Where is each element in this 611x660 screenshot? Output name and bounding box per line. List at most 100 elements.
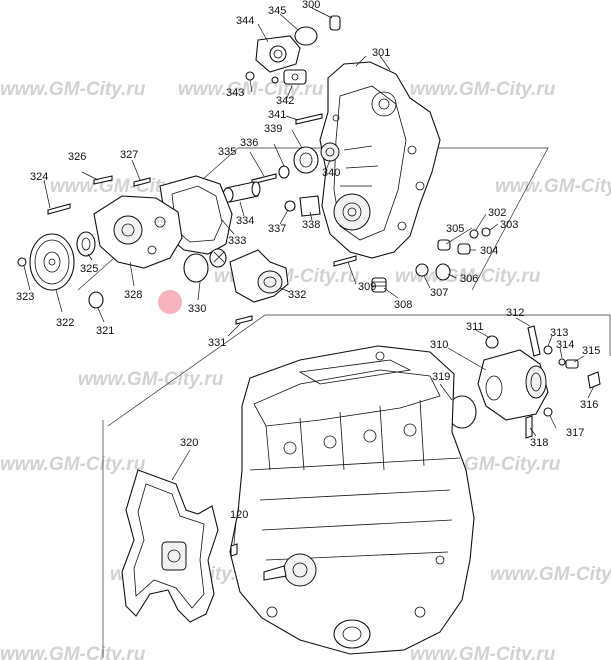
coolant-outlet-310 — [477, 349, 549, 421]
highlight-marker — [158, 290, 182, 314]
callout-324: 324 — [30, 171, 48, 183]
spring-308 — [371, 277, 387, 293]
callout-334: 334 — [236, 215, 254, 227]
seal-ring-330 — [183, 253, 209, 283]
bolt-317 — [543, 407, 553, 417]
callout-333: 333 — [228, 235, 246, 247]
bolt-324 — [47, 203, 71, 215]
callout-340: 340 — [322, 167, 340, 179]
callout-310: 310 — [430, 339, 448, 351]
callout-316: 316 — [580, 399, 598, 411]
sensor-311 — [485, 335, 499, 349]
callout-330: 330 — [188, 303, 206, 315]
callout-320: 320 — [180, 437, 198, 449]
thermostat-housing-332 — [229, 249, 289, 303]
oil-pump-gear-339 — [293, 146, 319, 174]
bushing-305 — [437, 239, 451, 251]
bolt-302 — [469, 229, 479, 239]
callout-332: 332 — [288, 289, 306, 301]
pipe-334 — [222, 181, 261, 203]
thermostat-330 — [209, 248, 227, 268]
callout-314: 314 — [556, 339, 574, 351]
callout-338: 338 — [302, 219, 320, 231]
watermarks: www.GM-City.ru www.GM-City.ru www.GM-Cit… — [0, 79, 611, 660]
water-pump-328 — [93, 195, 183, 269]
callout-345: 345 — [268, 5, 286, 17]
o-ring-321 — [88, 291, 104, 309]
o-ring-345 — [294, 26, 318, 46]
callout-305: 305 — [446, 223, 464, 235]
callout-317: 317 — [566, 427, 584, 439]
thermostat-bracket-344 — [255, 35, 301, 73]
fitting-338 — [299, 195, 321, 217]
callout-300: 300 — [302, 0, 320, 11]
pulley-322 — [29, 233, 75, 291]
callout-341: 341 — [268, 109, 286, 121]
callout-322: 322 — [56, 317, 74, 329]
callout-313: 313 — [550, 327, 568, 339]
watermark-text: www.GM-City.ru — [395, 266, 541, 287]
callout-labels: 344 345 300 301 343 342 341 339 336 335 … — [16, 0, 600, 521]
seal-300 — [329, 15, 341, 31]
callout-319: 319 — [432, 371, 450, 383]
watermark-text: www.GM-City.ru — [0, 79, 146, 100]
watermark-text: www.GM-City.ru — [0, 454, 146, 475]
gear-340 — [320, 142, 340, 162]
leader-lines — [23, 7, 595, 545]
timing-cover-gasket-320 — [121, 469, 219, 623]
callout-306: 306 — [460, 273, 478, 285]
engine-block — [229, 345, 475, 655]
pipe-336 — [278, 165, 290, 179]
callout-301: 301 — [372, 47, 390, 59]
callout-304: 304 — [480, 245, 498, 257]
bolt-309 — [333, 255, 357, 267]
callout-318: 318 — [530, 437, 548, 449]
bolt-318 — [525, 415, 533, 439]
hub-325 — [76, 231, 96, 257]
bolt-337 — [284, 200, 296, 212]
callout-308: 308 — [394, 299, 412, 311]
watermark-text: www.GM-City.ru — [410, 79, 556, 100]
watermark-text: www.GM-City.ru — [495, 176, 611, 197]
callout-120: 120 — [230, 509, 248, 521]
callout-312: 312 — [506, 307, 524, 319]
callout-335: 335 — [218, 146, 236, 158]
bolt-331 — [235, 315, 253, 325]
bolt-341 — [295, 113, 323, 125]
callout-337: 337 — [268, 223, 286, 235]
callout-307: 307 — [430, 287, 448, 299]
callout-325: 325 — [80, 263, 98, 275]
bolt-326 — [93, 175, 113, 185]
bolt-314 — [558, 358, 566, 366]
bolt-323 — [17, 257, 27, 267]
callout-323: 323 — [16, 291, 34, 303]
bushing-304 — [457, 243, 471, 255]
callout-328: 328 — [124, 289, 142, 301]
callout-309: 309 — [358, 281, 376, 293]
plug-315 — [565, 359, 579, 369]
watermark-text: www.GM-City.ru — [0, 644, 146, 660]
watermark-text: www.GM-City.ru — [410, 644, 556, 660]
bleeder-313 — [543, 345, 553, 355]
callout-331: 331 — [208, 337, 226, 349]
bolt-312 — [527, 325, 541, 357]
sensor-342 — [283, 69, 307, 85]
callout-311: 311 — [466, 321, 484, 333]
callout-344: 344 — [236, 15, 254, 27]
callout-315: 315 — [582, 345, 600, 357]
callout-336: 336 — [240, 137, 258, 149]
plug-306 — [435, 263, 451, 281]
timing-cover-301 — [319, 61, 441, 259]
bolt-343b — [271, 76, 279, 84]
watermark-text: www.GM-City.ru — [78, 369, 224, 390]
bolt-343 — [245, 71, 255, 81]
dowel-pin-120 — [230, 543, 238, 557]
callout-321: 321 — [96, 325, 114, 337]
watermark-text: www.GM-City.ru — [490, 564, 611, 585]
callout-342: 342 — [276, 95, 294, 107]
nut-303 — [481, 227, 491, 237]
plug-307 — [415, 263, 429, 277]
callout-302: 302 — [488, 207, 506, 219]
callout-339: 339 — [264, 123, 282, 135]
